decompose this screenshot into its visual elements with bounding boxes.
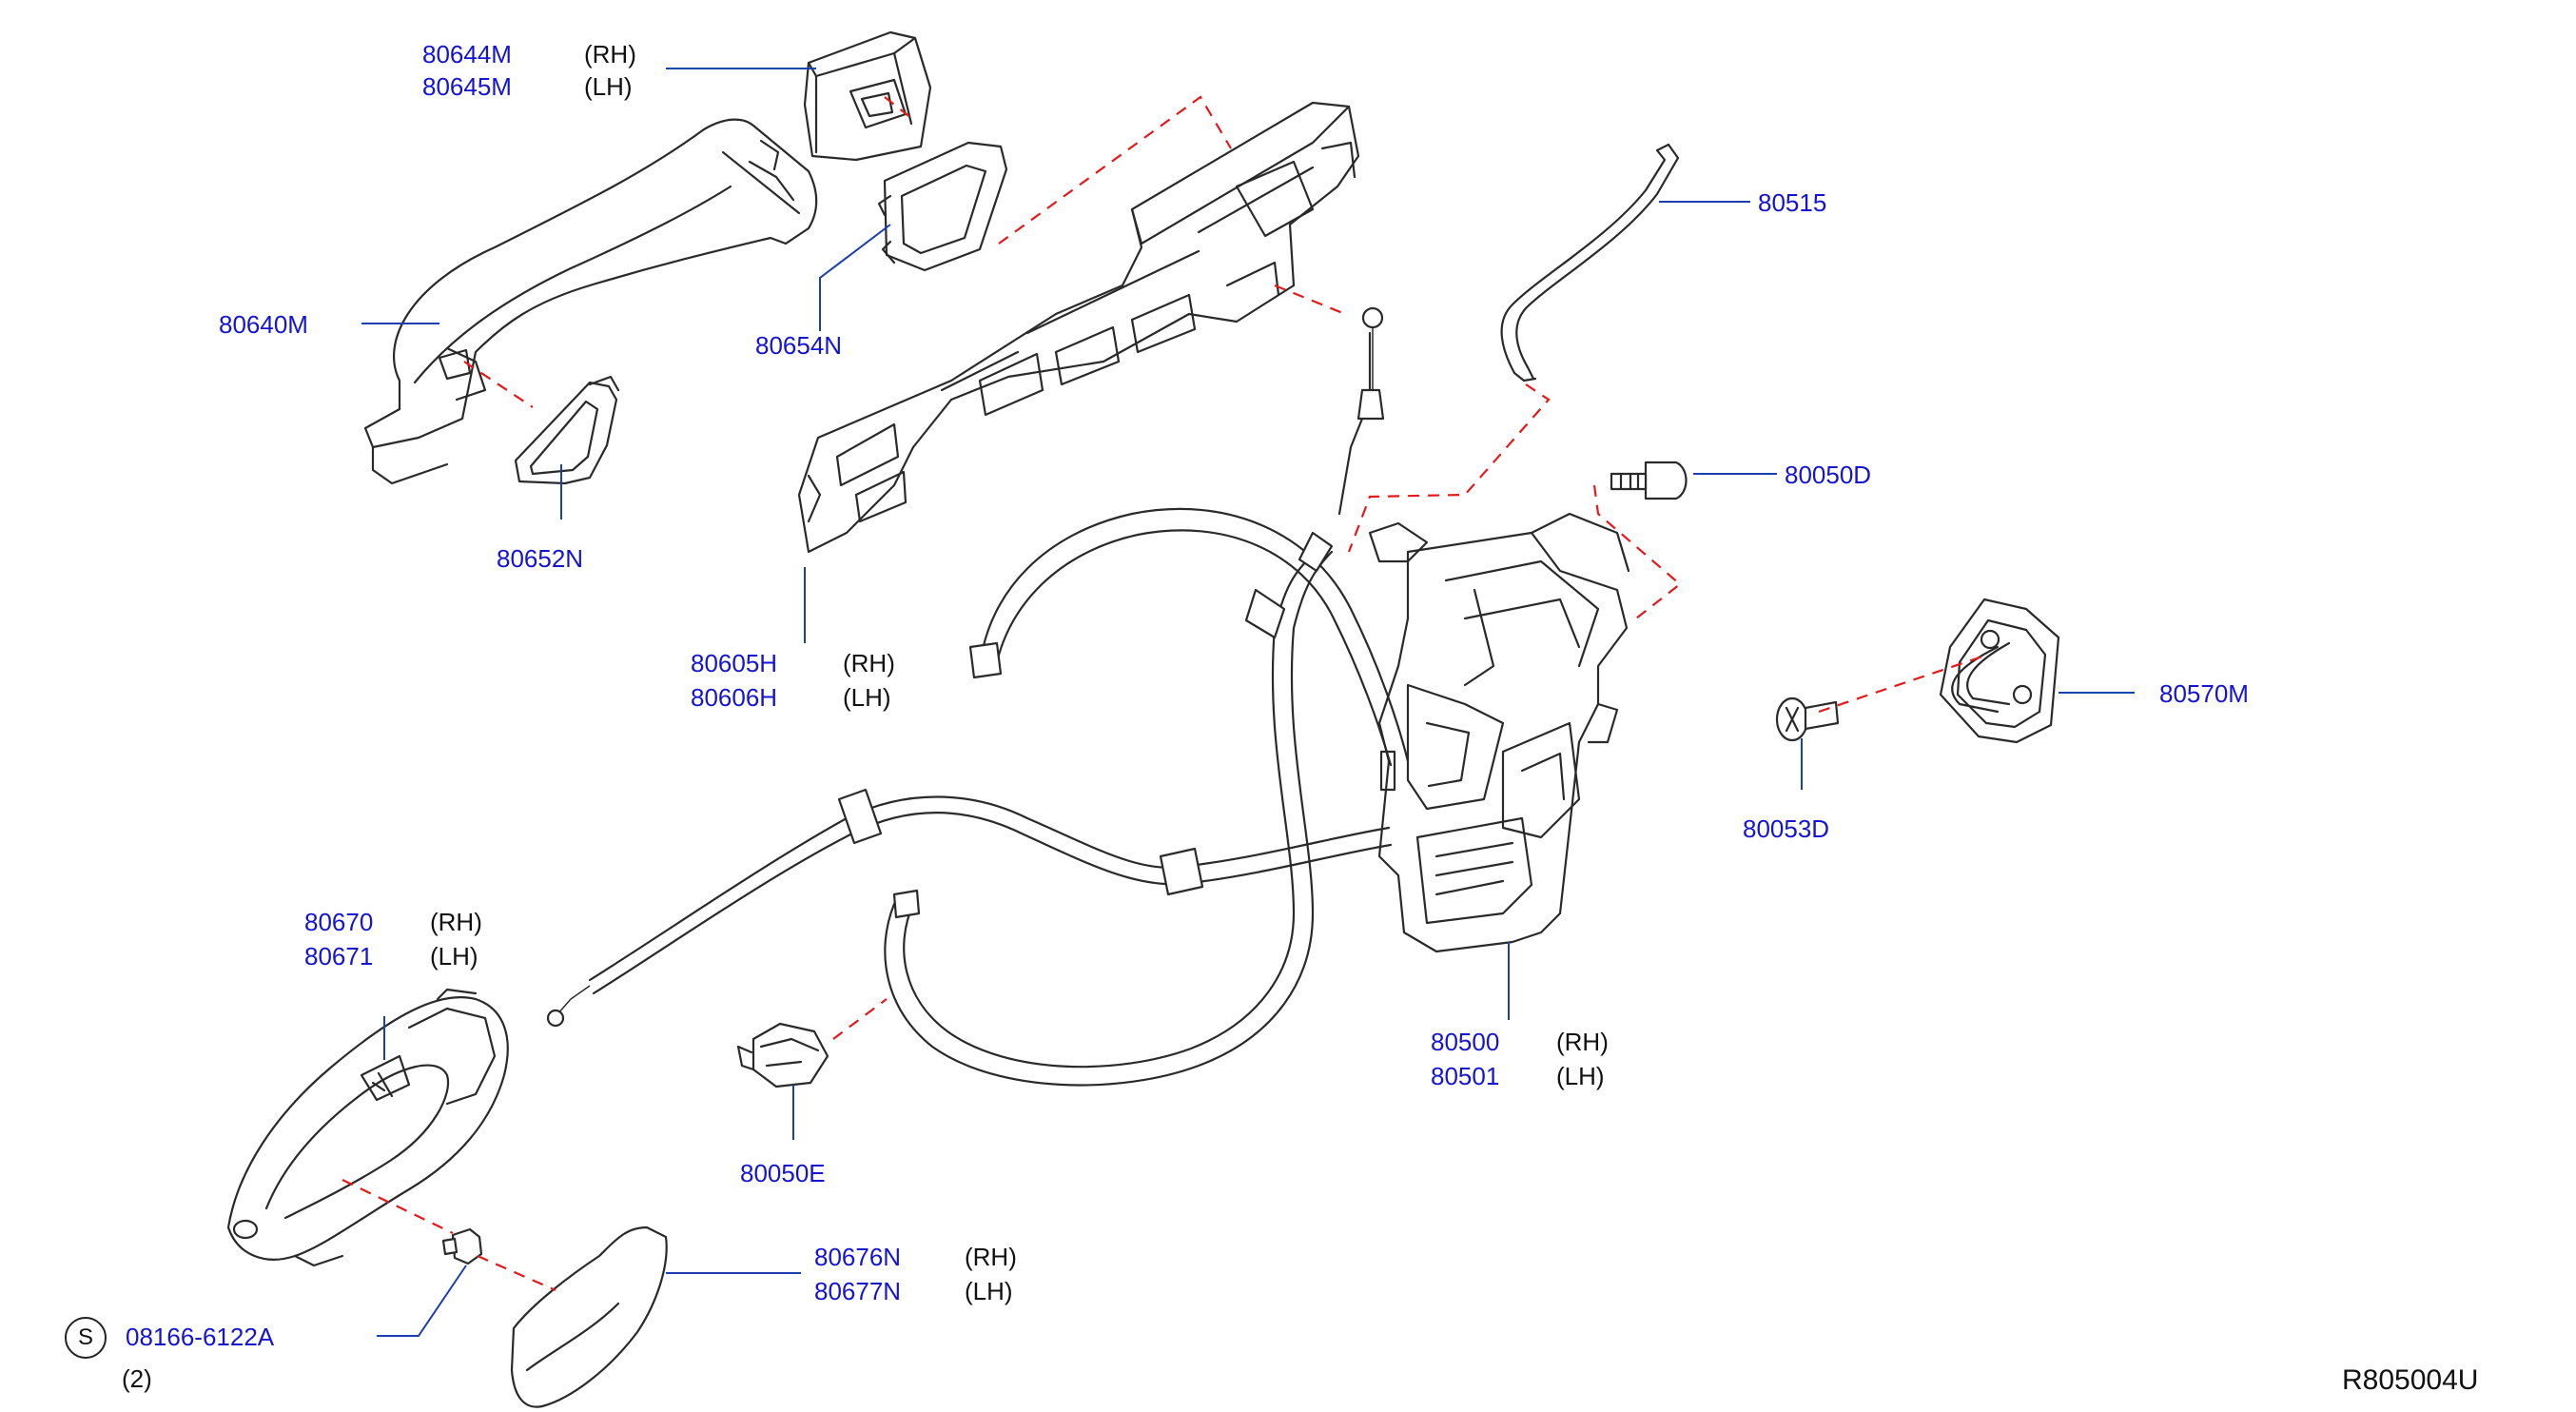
part-number-80670: 80670 [304,908,374,936]
assembly-dashed-lines [342,95,1989,1292]
part-number-80050E: 80050E [740,1159,826,1187]
callout-leader-lines [361,68,2135,1337]
side-rh-80500: (RH) [1556,1028,1609,1056]
handle-escutcheon-cap-part [803,30,932,162]
quantity-08166-6122A: (2) [122,1364,152,1393]
part-number-80570M: 80570M [2159,679,2249,708]
inside-door-handle-part [226,988,509,1267]
part-number-80676N: 80676N [814,1243,902,1271]
side-lh-80501: (LH) [1556,1062,1605,1090]
part-number-80605H: 80605H [691,649,778,677]
screw-80050d-part [1610,461,1688,500]
door-cables-part [546,306,1410,1087]
side-rh-80676N: (RH) [965,1243,1017,1271]
part-number-80652N: 80652N [497,544,584,573]
handle-gasket-part [877,141,1008,272]
door-lock-actuator-part [1368,512,1630,953]
part-number-08166-6122A: 08166-6122A [126,1323,275,1351]
outside-door-handle-part [363,118,818,485]
door-striker-part [1939,598,2060,744]
cable-clip-part [736,1022,829,1088]
part-number-80654N: 80654N [755,331,843,360]
diagram-reference-code: R805004U [2342,1364,2479,1396]
lock-rod-part [1500,143,1680,382]
side-lh-80671: (LH) [430,942,478,971]
part-number-80671: 80671 [304,942,374,971]
handle-cover-part [514,375,620,485]
screw-80053d-part [1775,696,1840,742]
standard-part-marker: S [65,1317,107,1359]
part-number-80500: 80500 [1431,1028,1500,1056]
part-number-80053D: 80053D [1743,814,1830,843]
side-rh-80605H: (RH) [843,649,895,677]
side-lh-80677N: (LH) [965,1277,1013,1305]
outside-handle-bracket-part [797,101,1360,554]
inside-handle-bezel-part [510,1226,668,1408]
part-number-80050D: 80050D [1785,461,1872,489]
part-number-80645M: 80645M [422,72,512,101]
part-number-80606H: 80606H [691,683,778,712]
part-number-80515: 80515 [1758,188,1827,217]
part-number-80644M: 80644M [422,40,512,69]
side-rh-80644M: (RH) [584,40,636,69]
side-rh-80670: (RH) [430,908,482,936]
part-number-80501: 80501 [1431,1062,1500,1090]
bolt-08166-part [441,1227,483,1265]
side-lh-80606H: (LH) [843,683,891,712]
part-number-80677N: 80677N [814,1277,902,1305]
side-lh-80645M: (LH) [584,72,633,101]
part-number-80640M: 80640M [219,310,308,339]
